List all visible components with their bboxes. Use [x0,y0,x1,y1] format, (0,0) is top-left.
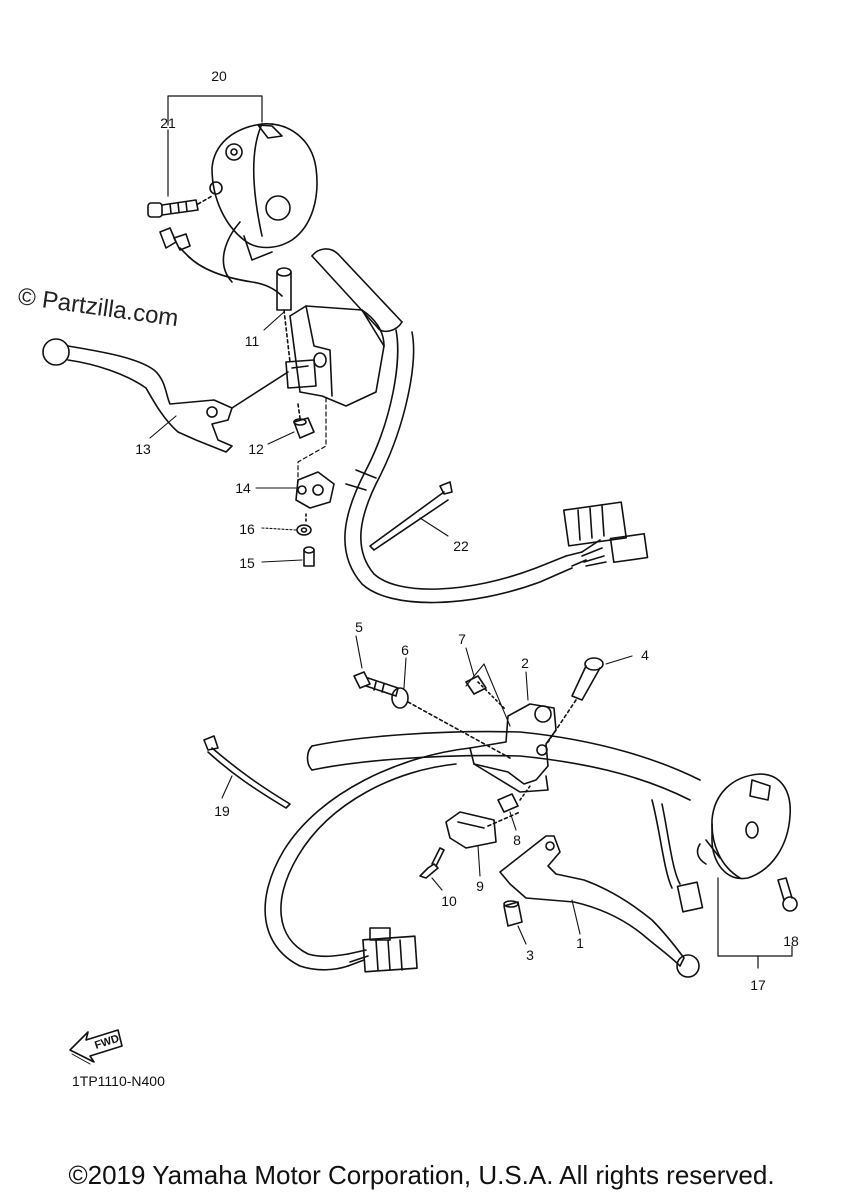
lower-harness-cable [264,747,471,971]
washer-16 [296,524,312,536]
switch-lead-wire [159,221,283,297]
callout-3: 3 [526,947,534,963]
callout-4: 4 [641,647,649,663]
callout-6: 6 [401,642,409,658]
lever-13 [42,338,289,453]
callout-12: 12 [248,441,264,457]
harness-connector-lower [347,927,418,973]
front-brake-switch-9 [445,811,521,849]
callout-15: 15 [239,555,255,571]
lever-holder-perch [285,305,385,407]
callout-16: 16 [239,521,255,537]
screw-21 [147,195,213,218]
fwd-label: FWD [93,1033,121,1052]
front-brake-switch-14 [295,471,335,509]
washer-6 [391,687,511,759]
leader-lines [149,311,633,945]
copyright-footer: ©2019 Yamaha Motor Corporation, U.S.A. A… [68,1160,775,1190]
cable-tie-19 [203,735,291,809]
left-grip [311,248,403,333]
cable-tie-22 [369,481,453,551]
callout-10: 10 [441,893,457,909]
callout-18: 18 [783,933,799,949]
bolt-4 [547,657,604,743]
callout-13: 13 [135,441,151,457]
left-switch-housing-part [209,123,318,261]
callout-numbers: 20 21 11 13 12 14 16 15 22 5 6 7 2 4 19 … [135,68,799,993]
callout-11: 11 [245,333,260,349]
screw-7 [465,675,507,711]
collar-12 [293,403,315,439]
screw-18 [777,877,798,912]
lever-1 [499,835,700,978]
diagram-code: 1TP1110-N400 [72,1073,165,1089]
callout-2: 2 [521,655,529,671]
switch-harness-cable [344,329,573,604]
callout-17: 17 [750,977,766,993]
nut-8 [497,785,531,813]
callout-19: 19 [214,803,230,819]
leader-perch-to-switch [297,397,327,483]
bolt-5 [353,671,399,697]
collar-3 [503,900,523,927]
callout-5: 5 [355,619,363,635]
right-switch-lead [651,799,704,913]
screw-15 [303,513,315,567]
screw-10 [419,847,445,879]
callout-8: 8 [513,832,521,848]
callout-21: 21 [160,115,176,131]
callout-14: 14 [235,480,251,496]
callout-7: 7 [458,631,466,647]
callout-9: 9 [476,878,484,894]
bracket-20-21 [167,95,263,197]
callout-20: 20 [211,68,227,84]
callout-1: 1 [576,935,584,951]
right-handlebar-tube [306,730,701,801]
callout-22: 22 [453,538,469,554]
fwd-arrow-icon: FWD [69,1029,123,1065]
lever-holder-2 [469,703,557,793]
harness-connector-upper [562,501,649,567]
bolt-11 [276,267,292,363]
right-switch-housing-part [696,773,791,880]
bracket-17-18 [717,877,793,969]
